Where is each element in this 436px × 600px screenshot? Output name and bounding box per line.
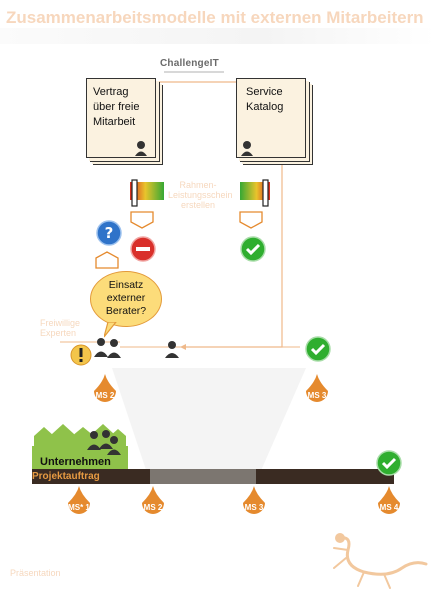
milestone-ms1: MS* 1 <box>66 486 92 518</box>
company-label: Unternehmen <box>40 456 111 468</box>
bubble-line: Berater? <box>105 305 147 317</box>
milestone-label: MS 4 <box>379 503 399 512</box>
service-catalog-document: Service Katalog <box>236 78 306 158</box>
faint-label-line: Experten <box>40 328 77 338</box>
title-underline <box>0 28 436 44</box>
milestone-label: MS 2 <box>95 391 115 400</box>
right-arrow-shape <box>239 211 263 229</box>
check-icon <box>305 336 331 362</box>
faint-label-line: Leistungsschein <box>168 190 233 200</box>
milestone-label: MS 3 <box>307 391 327 400</box>
project-label: Projektauftrag <box>32 471 100 482</box>
challengeit-logo: ChallengeIT <box>160 58 219 69</box>
bubble-line: externer <box>106 292 146 304</box>
people-group-icon <box>87 430 121 455</box>
left-arrow-shape <box>130 211 154 229</box>
funnel-shape <box>112 368 306 482</box>
consultant-question-bubble: Einsatz externer Berater? <box>90 271 162 327</box>
question-icon: ? <box>96 220 122 246</box>
bubble-tail <box>104 322 117 338</box>
bubble-line: Einsatz <box>108 279 144 291</box>
footer-label: Präsentation <box>10 568 61 578</box>
people-group-icon <box>94 338 121 358</box>
contract-document: Vertrag über freie Mitarbeit <box>86 78 156 158</box>
milestone-ms3: MS 3 <box>241 486 267 518</box>
faint-label-line: Rahmen- <box>179 180 217 190</box>
contract-line-2: über freie <box>93 101 140 113</box>
check-icon <box>376 450 402 476</box>
contract-line-1: Vertrag <box>93 86 129 98</box>
milestone-label: MS 2 <box>143 503 163 512</box>
page-title: Zusammenarbeitsmodelle mit externen Mita… <box>6 8 424 27</box>
logo-underline <box>164 71 224 73</box>
left-rating-bar <box>130 182 164 200</box>
catalog-line-1: Service <box>246 86 283 98</box>
faint-label-line: erstellen <box>180 200 216 210</box>
milestone-ms4: MS 4 <box>376 486 402 518</box>
milestone-ms3-top: MS 3 <box>304 374 330 406</box>
svg-text:?: ? <box>105 224 114 242</box>
milestone-ms2: MS 2 <box>140 486 166 518</box>
gecko-icon <box>333 533 428 589</box>
person-icon <box>165 341 179 358</box>
contract-line-3: Mitarbeit <box>93 116 136 128</box>
milestone-label: MS 3 <box>244 503 264 512</box>
left-up-arrow-shape <box>95 251 119 269</box>
milestone-ms2-top: MS 2 <box>92 374 118 406</box>
catalog-line-2: Katalog <box>246 101 284 113</box>
check-icon <box>240 236 266 262</box>
warning-icon <box>70 344 92 366</box>
stop-icon <box>130 236 156 262</box>
person-icon <box>135 141 147 156</box>
milestone-label: MS* 1 <box>68 503 90 512</box>
faint-label-line: Freiwillige <box>40 318 81 328</box>
person-icon <box>241 141 253 156</box>
